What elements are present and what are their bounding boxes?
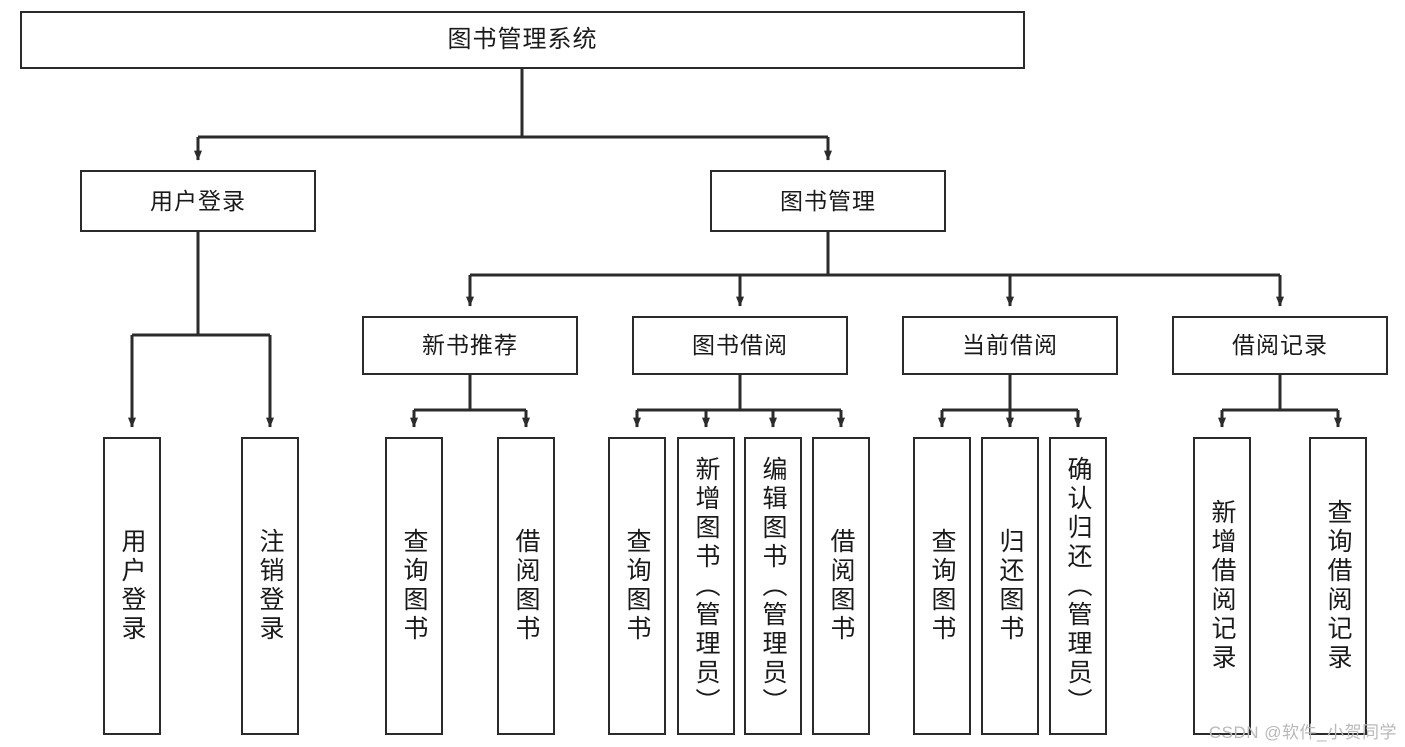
leaf-new-book-borrow-book[interactable]: 借阅图书	[497, 437, 555, 735]
node-label: 查询借阅记录	[1324, 499, 1352, 673]
node-label: 用户登录	[150, 187, 246, 214]
node-label: 查询图书	[400, 528, 428, 644]
leaf-current-borrow-return-book[interactable]: 归还图书	[981, 437, 1039, 735]
csdn-watermark: CSDN @软件_小贺同学	[1208, 723, 1397, 742]
node-label: 新增图书（管理员）	[692, 455, 720, 717]
node-label: 查询图书	[928, 528, 956, 644]
leaf-book-borrow-edit-book-admin[interactable]: 编辑图书（管理员）	[744, 437, 802, 735]
node-label: 注销登录	[256, 528, 284, 644]
node-label: 查询图书	[623, 528, 651, 644]
leaf-borrow-records-add-record[interactable]: 新增借阅记录	[1193, 437, 1251, 735]
leaf-new-book-query-book[interactable]: 查询图书	[385, 437, 443, 735]
node-label: 归还图书	[996, 528, 1024, 644]
node-label: 新增借阅记录	[1208, 499, 1236, 673]
node-label: 图书管理	[780, 187, 876, 214]
node-book-borrow[interactable]: 图书借阅	[632, 316, 848, 375]
node-current-borrow[interactable]: 当前借阅	[902, 316, 1118, 375]
leaf-user-login-logout[interactable]: 注销登录	[241, 437, 299, 735]
node-root-book-management-system[interactable]: 图书管理系统	[20, 11, 1025, 69]
node-borrow-records[interactable]: 借阅记录	[1172, 316, 1388, 375]
node-user-login[interactable]: 用户登录	[80, 170, 316, 232]
node-label: 图书借阅	[692, 332, 788, 359]
leaf-book-borrow-query-book[interactable]: 查询图书	[608, 437, 666, 735]
leaf-current-borrow-query-book[interactable]: 查询图书	[913, 437, 971, 735]
node-label: 编辑图书（管理员）	[759, 455, 787, 717]
leaf-book-borrow-add-book-admin[interactable]: 新增图书（管理员）	[677, 437, 735, 735]
node-label: 借阅记录	[1232, 332, 1328, 359]
node-label: 用户登录	[118, 528, 146, 644]
node-label: 图书管理系统	[447, 26, 598, 54]
leaf-borrow-records-query-record[interactable]: 查询借阅记录	[1309, 437, 1367, 735]
node-label: 借阅图书	[827, 528, 855, 644]
node-new-book-recommend[interactable]: 新书推荐	[362, 316, 578, 375]
node-label: 新书推荐	[422, 332, 518, 359]
node-label: 借阅图书	[512, 528, 540, 644]
leaf-book-borrow-borrow-book[interactable]: 借阅图书	[812, 437, 870, 735]
node-label: 确认归还（管理员）	[1064, 455, 1092, 717]
leaf-user-login-login[interactable]: 用户登录	[103, 437, 161, 735]
node-book-management[interactable]: 图书管理	[710, 170, 946, 232]
node-label: 当前借阅	[962, 332, 1058, 359]
leaf-current-borrow-confirm-return-admin[interactable]: 确认归还（管理员）	[1049, 437, 1107, 735]
